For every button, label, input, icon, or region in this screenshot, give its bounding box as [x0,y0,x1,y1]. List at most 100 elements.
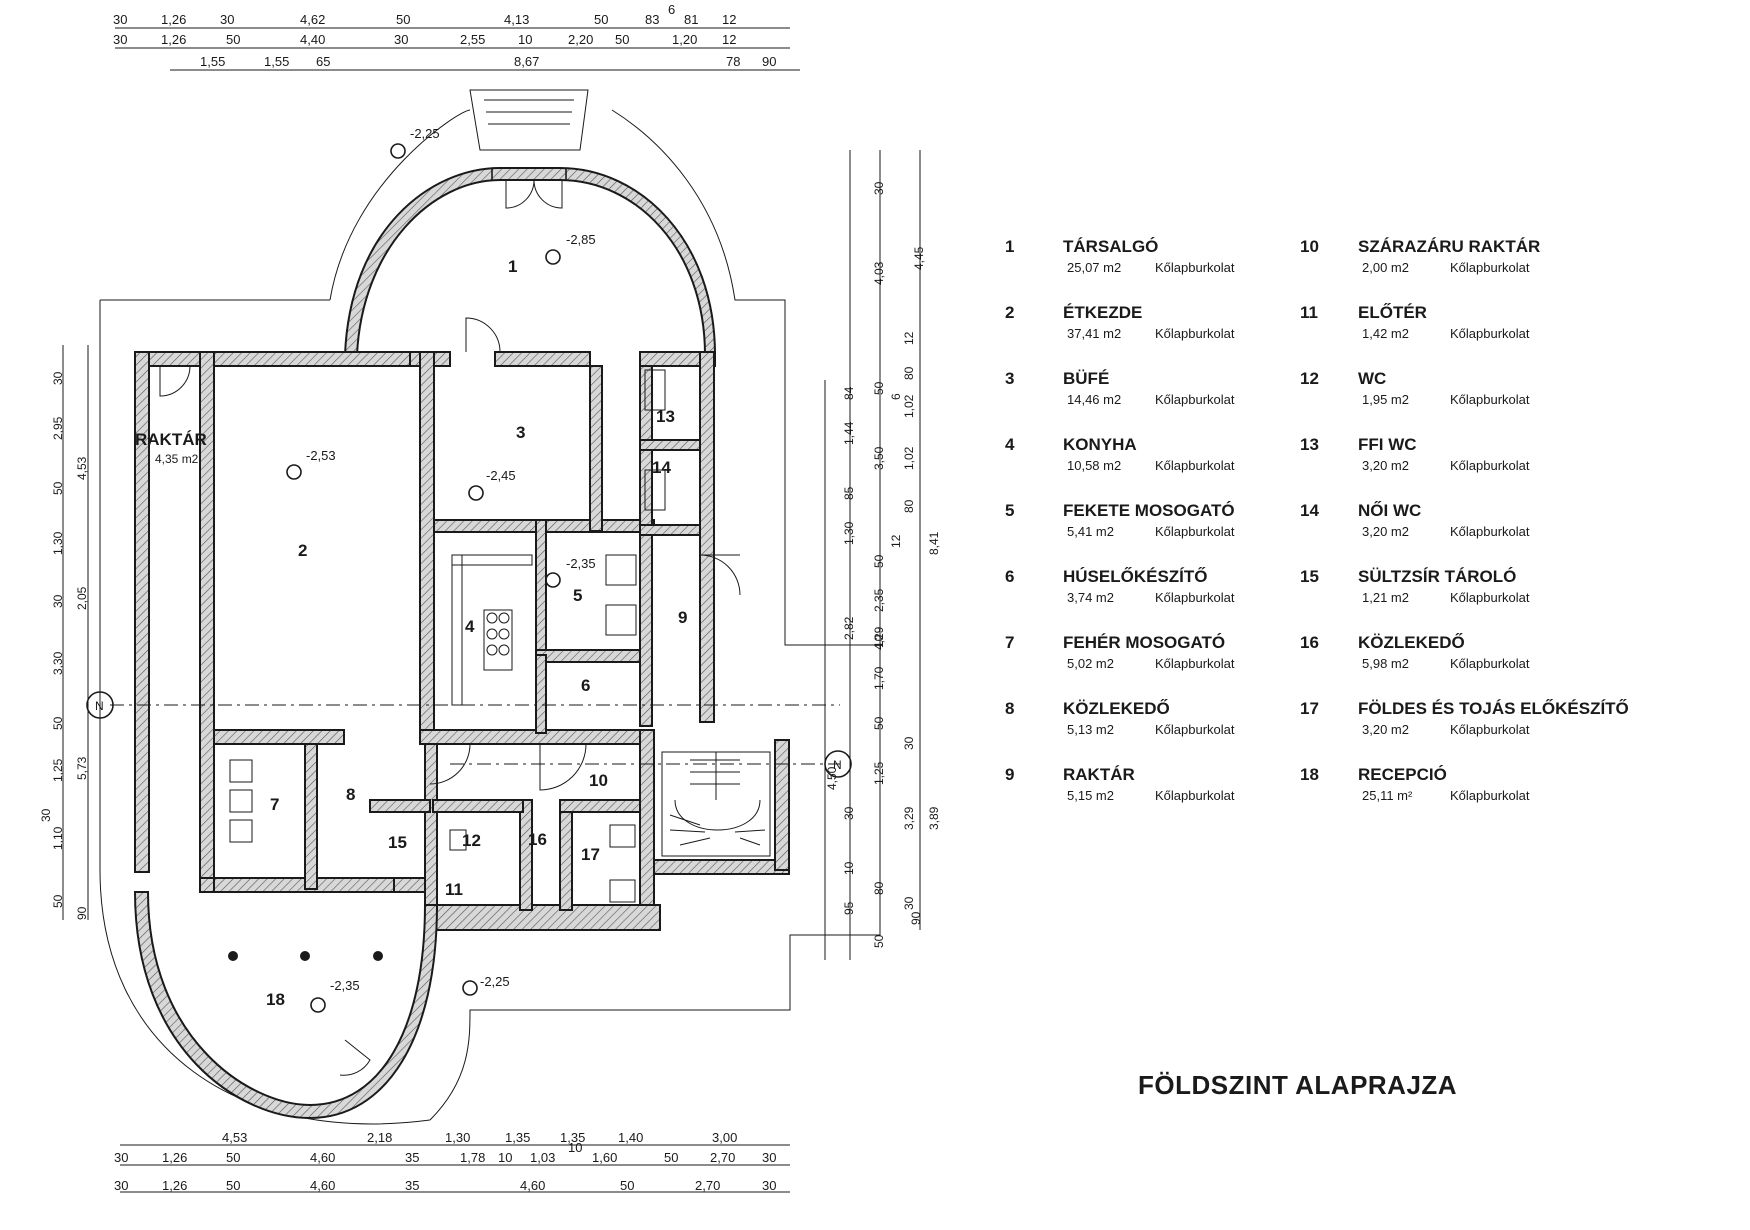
legend-entry: 1 TÁRSALGÓ 25,07 m2 Kőlapburkolat [1005,235,1335,279]
legend-floor: Kőlapburkolat [1155,392,1235,407]
svg-text:65: 65 [316,54,330,69]
legend-room-name: ELŐTÉR [1358,303,1427,322]
level-markers: -2,25 -2,85 -2,53 -2,45 -2,35 -2,35 -2,2… [228,126,596,1013]
svg-text:1,60: 1,60 [592,1150,617,1165]
legend-number: 11 [1300,303,1318,322]
legend-number: 1 [1005,237,1015,256]
legend-area: 1,21 m2 [1362,590,1409,605]
svg-text:35: 35 [405,1150,419,1165]
svg-text:30: 30 [872,181,886,195]
legend-area: 1,95 m2 [1362,392,1409,407]
svg-text:50: 50 [615,32,629,47]
legend-number: 10 [1300,237,1319,256]
svg-text:2,82: 2,82 [842,616,856,640]
legend-room-name: KONYHA [1063,435,1137,454]
legend-floor: Kőlapburkolat [1155,524,1235,539]
svg-text:50: 50 [396,12,410,27]
legend-floor: Kőlapburkolat [1155,326,1235,341]
svg-text:10: 10 [498,1150,512,1165]
svg-text:1,02: 1,02 [902,446,916,470]
legend-room-name: KÖZLEKEDŐ [1063,699,1170,718]
svg-text:95: 95 [842,901,856,915]
legend-number: 7 [1005,633,1015,652]
svg-text:2,35: 2,35 [872,588,886,612]
svg-text:4,29: 4,29 [872,626,886,650]
legend-entry: 18 RECEPCIÓ 25,11 m² Kőlapburkolat [1300,763,1630,807]
svg-text:18: 18 [266,990,285,1009]
svg-text:50: 50 [51,716,65,730]
svg-text:3,29: 3,29 [902,806,916,830]
svg-text:8,67: 8,67 [514,54,539,69]
legend-floor: Kőlapburkolat [1450,392,1530,407]
svg-text:4,50: 4,50 [825,766,839,790]
legend-entry: 2 ÉTKEZDE 37,41 m2 Kőlapburkolat [1005,301,1335,345]
svg-text:4,13: 4,13 [504,12,529,27]
svg-text:10: 10 [842,861,856,875]
svg-text:5: 5 [573,586,582,605]
legend-area: 25,07 m2 [1067,260,1122,275]
svg-text:78: 78 [726,54,740,69]
page-title: FÖLDSZINT ALAPRAJZA [1138,1070,1458,1100]
svg-text:90: 90 [762,54,776,69]
svg-text:50: 50 [226,1150,240,1165]
legend-number: 8 [1005,699,1015,718]
staircase [661,751,771,857]
legend-entry: 4 KONYHA 10,58 m2 Kőlapburkolat [1005,433,1335,477]
legend-floor: Kőlapburkolat [1450,590,1530,605]
svg-text:1,44: 1,44 [842,421,856,445]
legend-room-name: SÜLTZSÍR TÁROLÓ [1358,567,1517,586]
legend-room-name: KÖZLEKEDŐ [1358,633,1465,652]
svg-text:13: 13 [656,407,675,426]
svg-text:4: 4 [465,617,475,636]
svg-text:1,20: 1,20 [672,32,697,47]
fixtures [229,369,666,903]
svg-text:7: 7 [270,795,279,814]
legend-room-name: BÜFÉ [1063,369,1110,388]
legend-floor: Kőlapburkolat [1450,260,1530,275]
svg-text:1,26: 1,26 [162,1150,187,1165]
legend-floor: Kőlapburkolat [1450,788,1530,803]
svg-text:2,18: 2,18 [367,1130,392,1145]
svg-text:2: 2 [298,541,307,560]
svg-text:1,02: 1,02 [902,394,916,418]
svg-text:12: 12 [889,534,903,548]
svg-text:2,55: 2,55 [460,32,485,47]
legend-room-name: SZÁRAZÁRU RAKTÁR [1358,237,1541,256]
svg-text:3,89: 3,89 [927,806,941,830]
svg-text:10: 10 [518,32,532,47]
svg-text:4,35 m2: 4,35 m2 [155,452,199,466]
legend-area: 2,00 m2 [1362,260,1409,275]
legend-number: 18 [1300,765,1319,784]
svg-text:1,26: 1,26 [161,32,186,47]
svg-text:1,70: 1,70 [872,666,886,690]
legend-area: 37,41 m2 [1067,326,1122,341]
legend-number: 3 [1005,369,1015,388]
svg-text:4,60: 4,60 [310,1150,335,1165]
top-dimensions: 30 1,26 30 4,62 50 4,13 50 83 81 12 6 30… [113,2,800,71]
legend-floor: Kőlapburkolat [1450,458,1530,473]
svg-text:1,30: 1,30 [842,521,856,545]
svg-text:-2,53: -2,53 [306,448,336,463]
legend-number: 15 [1300,567,1319,586]
svg-text:1,55: 1,55 [264,54,289,69]
legend-entry: 5 FEKETE MOSOGATÓ 5,41 m2 Kőlapburkolat [1005,499,1335,543]
svg-text:-2,25: -2,25 [480,974,510,989]
legend-area: 3,74 m2 [1067,590,1114,605]
legend-floor: Kőlapburkolat [1155,722,1235,737]
svg-text:2,70: 2,70 [710,1150,735,1165]
svg-text:4,45: 4,45 [912,246,926,270]
legend-area: 5,41 m2 [1067,524,1114,539]
svg-text:-2,35: -2,35 [566,556,596,571]
svg-text:1: 1 [508,257,517,276]
svg-text:50: 50 [226,1178,240,1193]
legend-entry: 12 WC 1,95 m2 Kőlapburkolat [1300,367,1630,411]
svg-text:10: 10 [589,771,608,790]
svg-text:1,35: 1,35 [505,1130,530,1145]
legend-room-name: WC [1358,369,1387,388]
svg-text:1,03: 1,03 [530,1150,555,1165]
legend-floor: Kőlapburkolat [1450,722,1530,737]
main-walls [134,351,790,931]
svg-text:50: 50 [51,894,65,908]
svg-text:3,00: 3,00 [712,1130,737,1145]
legend-area: 5,98 m2 [1362,656,1409,671]
